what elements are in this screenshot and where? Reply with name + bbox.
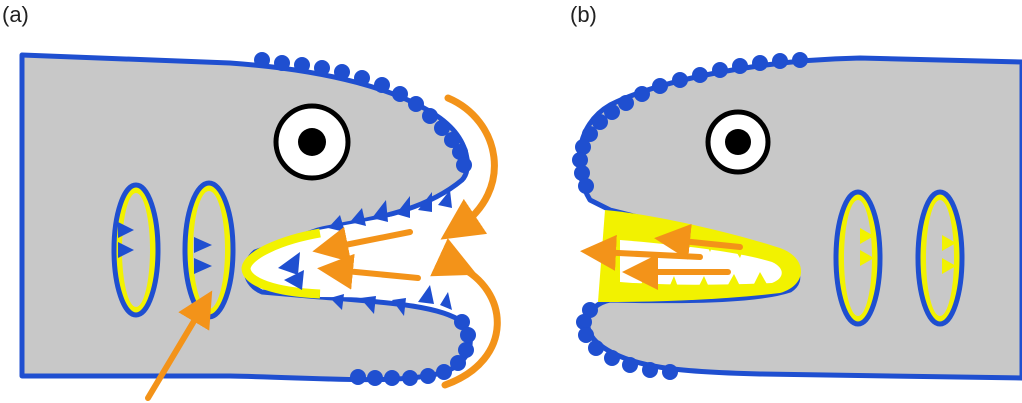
shark-b-denticle [574, 165, 590, 181]
shark-b-tooth [664, 276, 682, 299]
shark-b-denticle [642, 362, 658, 378]
shark-a-inner-tooth-2 [284, 270, 304, 290]
shark-b [572, 52, 1022, 381]
shark-a-arrow-upper-curve [440, 94, 498, 240]
shark-a-denticle [422, 108, 438, 124]
shark-a-upper-denticles [254, 52, 472, 173]
shark-a-arrow-gill-pointer [145, 290, 213, 401]
shark-a-denticle [374, 77, 390, 93]
shark-b-denticle [662, 364, 678, 380]
shark-a-lower-teeth [330, 285, 452, 316]
shark-b-gill-2-denticle-2 [942, 258, 956, 274]
shark-a-tooth [350, 208, 366, 226]
shark-a-denticle [274, 55, 290, 71]
shark-a-denticle [454, 314, 470, 330]
shark-b-denticle [592, 114, 608, 130]
shark-a-denticle [402, 370, 418, 386]
shark-b-denticle [652, 78, 668, 94]
shark-b-lower-denticles [576, 302, 678, 380]
shark-b-tooth [604, 282, 622, 300]
shark-b-gill-2-denticle-1 [942, 235, 956, 251]
shark-b-denticle [588, 340, 604, 356]
shark-a-denticle [314, 60, 330, 76]
shark-b-denticle [578, 178, 594, 194]
shark-a-gill-2-denticle-1 [194, 237, 212, 253]
shark-b-denticle [576, 314, 592, 330]
shark-b-denticle [582, 302, 598, 318]
shark-a-denticle [334, 64, 350, 80]
shark-b-arrow-mouth-1 [654, 223, 743, 260]
shark-b-denticle [772, 53, 788, 69]
shark-a-denticle [456, 157, 472, 173]
shark-a-gill-2-inner [193, 191, 225, 309]
shark-b-denticle [575, 139, 591, 155]
shark-a-denticle [444, 132, 460, 148]
shark-a-denticle [350, 369, 366, 385]
shark-a-gill-1-denticle-1 [118, 222, 134, 238]
shark-a-tooth [418, 285, 434, 304]
shark-a-arrow-mouth-1 [312, 226, 413, 263]
shark-a-denticle [436, 364, 452, 380]
shark-a-denticle [392, 86, 408, 102]
shark-a-denticle [384, 370, 400, 386]
shark-a-mouth-lining [241, 228, 321, 299]
shark-a-denticle [450, 355, 466, 371]
shark-a-denticle [458, 342, 474, 358]
shark-b-denticle [692, 67, 708, 83]
shark-a [19, 52, 476, 386]
shark-a-tooth [440, 292, 452, 310]
shark-a-denticle [460, 327, 476, 343]
shark-a-tooth [418, 192, 432, 212]
shark-a-tooth [360, 296, 376, 314]
shark-b-tooth [752, 272, 768, 288]
shark-b-denticle [622, 357, 638, 373]
shark-a-tooth [392, 298, 406, 316]
shark-a-gill-1-inner [122, 193, 150, 307]
shark-a-gill-1-denticle-2 [118, 242, 134, 258]
shark-a-inner-tooth-1 [278, 252, 300, 275]
shark-a-arrow-mouth-2 [317, 253, 421, 290]
shark-b-tooth [640, 216, 658, 238]
shark-a-gill-2-denticle-2 [194, 258, 212, 274]
shark-a-denticle [420, 368, 436, 384]
shark-b-tooth [694, 276, 712, 296]
shark-b-gill-1-denticle-2 [860, 250, 874, 266]
shark-a-denticle [354, 70, 370, 86]
shark-b-gill-1-denticle-1 [860, 228, 874, 244]
shark-b-denticle [572, 152, 588, 168]
shark-b-denticle [792, 52, 808, 68]
shark-b-denticle [634, 86, 650, 102]
shark-b-denticle [752, 55, 768, 71]
shark-b-denticle [712, 62, 728, 78]
shark-b-denticle [672, 72, 688, 88]
shark-b-denticle [732, 58, 748, 74]
shark-a-tooth [330, 294, 344, 310]
panel-label-b: (b) [570, 2, 597, 27]
shark-b-gill-2-inner [926, 200, 954, 316]
shark-b-upper-denticles [572, 52, 808, 194]
shark-a-denticle [452, 144, 468, 160]
shark-a-arrow-lower-curve [430, 238, 501, 389]
shark-b-gill-1-inner [844, 200, 872, 316]
shark-b-denticle [604, 104, 620, 120]
shark-b-denticle [582, 126, 598, 142]
shark-a-tooth [372, 200, 388, 222]
shark-a-eye-pupil [298, 128, 326, 156]
panel-label-a: (a) [2, 2, 29, 27]
shark-b-denticle [618, 95, 634, 111]
shark-b-denticle [578, 327, 594, 343]
shark-b-tooth [612, 212, 630, 232]
shark-b-eye-pupil [725, 129, 751, 155]
shark-a-denticle [254, 52, 270, 68]
shark-a-denticle [434, 120, 450, 136]
shark-a-tooth [396, 196, 410, 218]
shark-b-denticle [604, 350, 620, 366]
shark-a-denticle [367, 370, 383, 386]
shark-b-tooth [724, 274, 742, 292]
shark-a-denticle [294, 57, 310, 73]
shark-a-denticle [408, 96, 424, 112]
shark-a-lower-denticles [350, 314, 476, 386]
